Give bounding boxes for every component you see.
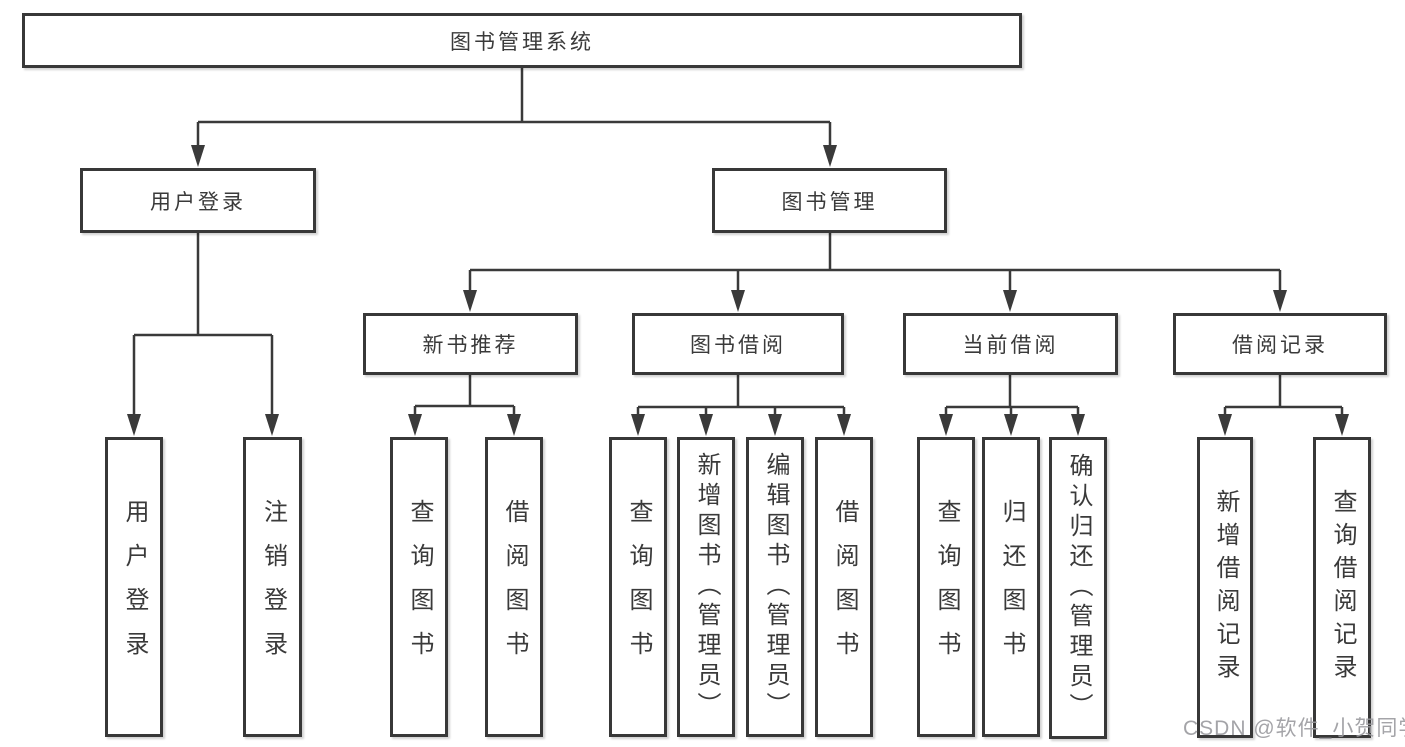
leaf-confirm-return-admin-label: 确认归还（管理员） — [1065, 453, 1092, 723]
leaf-return-book: 归还图书 — [982, 437, 1040, 737]
leaf-add-borrow-record: 新增借阅记录 — [1197, 437, 1253, 738]
leaf-logout-label: 注销登录 — [259, 499, 287, 675]
leaf-query-books-borrow: 查询图书 — [609, 437, 667, 737]
node-borrow-records: 借阅记录 — [1173, 313, 1387, 375]
leaf-query-books-current-label: 查询图书 — [933, 499, 960, 675]
node-new-book-recommend: 新书推荐 — [363, 313, 578, 375]
node-book-management: 图书管理 — [712, 168, 947, 233]
leaf-query-books-recommend-label: 查询图书 — [406, 499, 433, 675]
node-book-borrow-label: 图书借阅 — [690, 334, 786, 357]
leaf-user-login: 用户登录 — [105, 437, 163, 737]
leaf-return-book-label: 归还图书 — [998, 499, 1025, 675]
leaf-query-borrow-record: 查询借阅记录 — [1313, 437, 1371, 738]
node-root-label: 图书管理系统 — [450, 30, 594, 54]
csdn-watermark: CSDN @软件_小贺同学 — [1183, 717, 1405, 740]
leaf-add-borrow-record-label: 新增借阅记录 — [1212, 488, 1239, 687]
leaf-user-login-label: 用户登录 — [121, 499, 148, 675]
node-root-system: 图书管理系统 — [22, 13, 1022, 68]
node-current-borrow-label: 当前借阅 — [962, 334, 1059, 357]
leaf-query-books-recommend: 查询图书 — [390, 437, 448, 737]
leaf-edit-book-admin-label: 编辑图书（管理员） — [762, 452, 789, 722]
node-book-management-label: 图书管理 — [781, 190, 878, 214]
node-user-login: 用户登录 — [80, 168, 316, 233]
leaf-add-book-admin-label: 新增图书（管理员） — [693, 452, 720, 722]
branch-bars — [134, 68, 1342, 409]
leaf-query-books-borrow-label: 查询图书 — [625, 499, 652, 675]
leaf-edit-book-admin: 编辑图书（管理员） — [746, 437, 804, 737]
leaf-logout: 注销登录 — [243, 437, 302, 737]
node-book-borrow: 图书借阅 — [632, 313, 844, 375]
node-new-book-recommend-label: 新书推荐 — [422, 334, 519, 357]
leaf-add-book-admin: 新增图书（管理员） — [677, 437, 735, 737]
leaf-borrow-books-label: 借阅图书 — [831, 499, 858, 675]
leaf-confirm-return-admin: 确认归还（管理员） — [1049, 437, 1107, 739]
node-user-login-label: 用户登录 — [150, 190, 246, 214]
leaf-query-books-current: 查询图书 — [917, 437, 975, 737]
node-current-borrow: 当前借阅 — [903, 313, 1118, 375]
node-borrow-records-label: 借阅记录 — [1232, 334, 1328, 357]
leaf-query-borrow-record-label: 查询借阅记录 — [1329, 488, 1356, 687]
leaf-borrow-books-recommend: 借阅图书 — [485, 437, 543, 737]
leaf-borrow-books-recommend-label: 借阅图书 — [501, 499, 528, 675]
leaf-borrow-books: 借阅图书 — [815, 437, 873, 737]
